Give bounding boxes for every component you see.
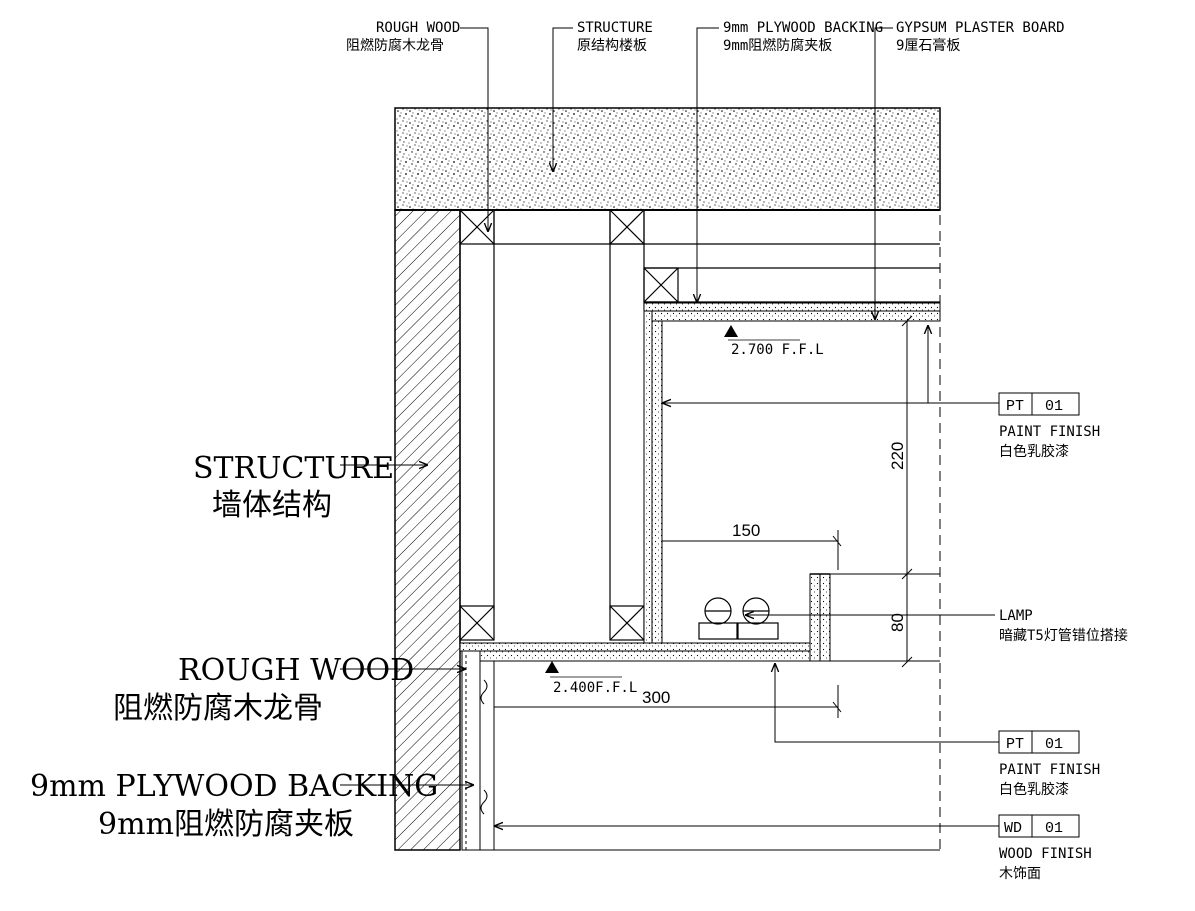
label-rough-wood-top-en: ROUGH WOOD	[376, 20, 460, 36]
wood-wall-finish	[461, 650, 481, 851]
light-trough	[809, 573, 821, 662]
svg-text:WD: WD	[1004, 820, 1022, 837]
level-lower: 2.400F.F.L	[553, 680, 637, 696]
label-gypsum-top-cn: 9厘石膏板	[896, 37, 960, 54]
structure-slab	[394, 107, 941, 211]
level-upper: 2.700 F.F.L	[731, 342, 824, 358]
tag-pt01-b-en: PAINT FINISH	[999, 762, 1100, 778]
dim-150: 150	[732, 521, 760, 540]
tag-wd01: WD 01	[998, 814, 1080, 838]
svg-text:PT: PT	[1006, 736, 1024, 753]
label-structure-top-en: STRUCTURE	[577, 20, 653, 36]
svg-text:01: 01	[1045, 736, 1063, 753]
label-plywood-left-en: 9mm PLYWOOD BACKING	[30, 769, 438, 804]
label-rough-wood-left-en: ROUGH WOOD	[178, 653, 414, 688]
dim-300: 300	[642, 688, 670, 707]
label-plywood-top-en: 9mm PLYWOOD BACKING	[723, 20, 883, 36]
label-plywood-left-cn: 9mm阻燃防腐夹板	[98, 807, 354, 842]
tag-pt01-b-cn: 白色乳胶漆	[999, 781, 1069, 798]
label-rough-wood-left-cn: 阻燃防腐木龙骨	[113, 691, 323, 726]
rough-wood-frame	[459, 209, 940, 645]
upper-ceiling-board	[643, 302, 941, 312]
step-vertical-board	[643, 310, 653, 646]
svg-text:PT: PT	[1006, 398, 1024, 415]
label-structure-top-cn: 原结构楼板	[577, 38, 647, 54]
lower-ceiling-board	[459, 642, 831, 652]
tag-pt01-a-cn: 白色乳胶漆	[999, 443, 1069, 460]
label-plywood-top-cn: 9mm阻燃防腐夹板	[723, 37, 832, 54]
lamp-label-en: LAMP	[999, 608, 1033, 624]
tag-wd01-cn: 木饰面	[999, 866, 1041, 882]
dim-80: 80	[888, 613, 907, 632]
svg-text:01: 01	[1045, 820, 1063, 837]
label-rough-wood-top-cn: 阻燃防腐木龙骨	[346, 37, 444, 54]
label-structure-left-en: STRUCTURE	[193, 451, 394, 486]
dim-220: 220	[888, 442, 907, 470]
label-structure-left-cn: 墙体结构	[212, 488, 332, 523]
lamp-label-cn: 暗藏T5灯管错位搭接	[999, 627, 1128, 644]
tag-wd01-en: WOOD FINISH	[999, 846, 1092, 862]
label-gypsum-top-en: GYPSUM PLASTER BOARD	[896, 20, 1065, 36]
svg-text:01: 01	[1045, 398, 1063, 415]
tag-pt01-b: PT 01	[998, 730, 1080, 754]
tag-pt01-a-en: PAINT FINISH	[999, 424, 1100, 440]
structure-wall	[394, 209, 461, 851]
tag-pt01-a: PT 01	[998, 392, 1080, 416]
lamp-icon	[698, 597, 779, 640]
